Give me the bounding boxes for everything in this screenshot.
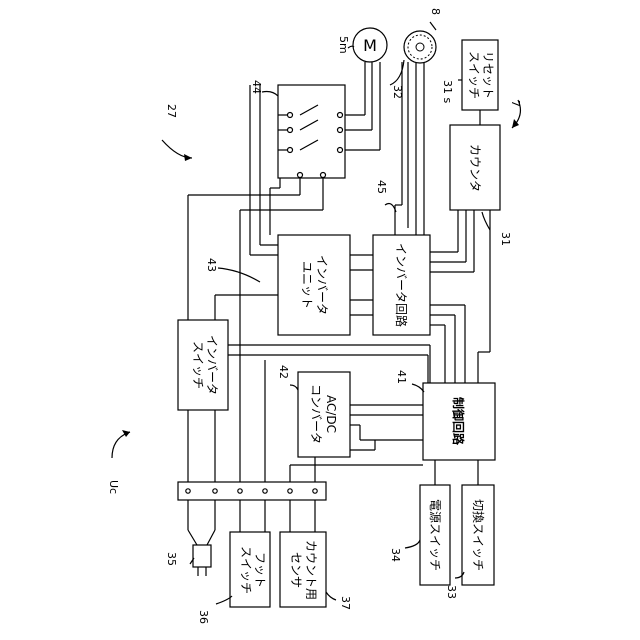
ref-42: 42 [277, 365, 290, 379]
ref-35: 35 [165, 552, 178, 566]
ref-27: 27 [165, 104, 178, 118]
changeover-switch-label: 切換スイッチ [471, 499, 485, 571]
foot-switch-label-1: フット [253, 552, 267, 588]
inverter-unit-label-1: インバータ [315, 255, 329, 315]
control-circuit-block: 制御回路 [423, 383, 495, 460]
counter-block: カウンタ [450, 125, 500, 210]
inverter-circuit-block: インバータ回路 [373, 235, 430, 335]
motor: M [353, 28, 387, 62]
ref-41: 41 [395, 370, 408, 384]
foot-switch-block: フット スイッチ [230, 532, 270, 607]
reset-switch-label-2: スイッチ [467, 51, 481, 99]
inverter-unit-block: インバータ ユニット [278, 235, 350, 335]
power-plug [193, 545, 211, 576]
ref-45: 45 [375, 180, 388, 194]
inverter-switch-label-1: インバータ [205, 335, 219, 395]
count-sensor-label-2: センサ [289, 552, 303, 588]
relay-44 [278, 85, 345, 178]
reset-switch-label-1: リセット [481, 51, 495, 99]
ref-7: 7 [509, 100, 522, 107]
ref-43: 43 [205, 258, 218, 272]
terminal-block [178, 482, 326, 500]
inverter-switch-label-2: スイッチ [191, 341, 205, 389]
reset-switch-block: リセット スイッチ [462, 40, 498, 110]
ref-31: 31 [499, 232, 512, 246]
count-sensor-label-1: カウント用 [304, 540, 318, 600]
motor-symbol: M [363, 36, 377, 55]
ref-5m: 5m [337, 36, 350, 54]
encoder-8 [404, 31, 436, 63]
ref-uc: Uc [107, 480, 120, 494]
acdc-converter-block: AC/DC コンバータ [298, 372, 350, 457]
control-circuit-label: 制御回路 [451, 397, 466, 446]
ref-33: 33 [445, 585, 458, 599]
ref-44: 44 [250, 80, 263, 94]
inverter-switch-block: インバータ スイッチ [178, 320, 228, 410]
counter-label: カウンタ [468, 144, 482, 192]
power-switch-block: 電源スイッチ [420, 485, 450, 585]
power-switch-label: 電源スイッチ [428, 499, 442, 571]
acdc-label-1: AC/DC [324, 395, 338, 433]
count-sensor-block: カウント用 センサ [280, 532, 326, 607]
ref-34: 34 [389, 548, 402, 562]
ref-36: 36 [197, 610, 210, 624]
changeover-switch-block: 切換スイッチ [462, 485, 494, 585]
inverter-unit-label-2: ユニット [300, 261, 314, 309]
ref-8: 8 [429, 8, 442, 15]
inverter-circuit-label: インバータ回路 [394, 243, 409, 327]
ref-31s: 31 s [441, 80, 454, 103]
acdc-label-2: コンバータ [309, 384, 323, 444]
foot-switch-label-2: スイッチ [239, 546, 253, 594]
ref-37: 37 [339, 596, 352, 610]
ref-32: 32 [391, 85, 404, 99]
